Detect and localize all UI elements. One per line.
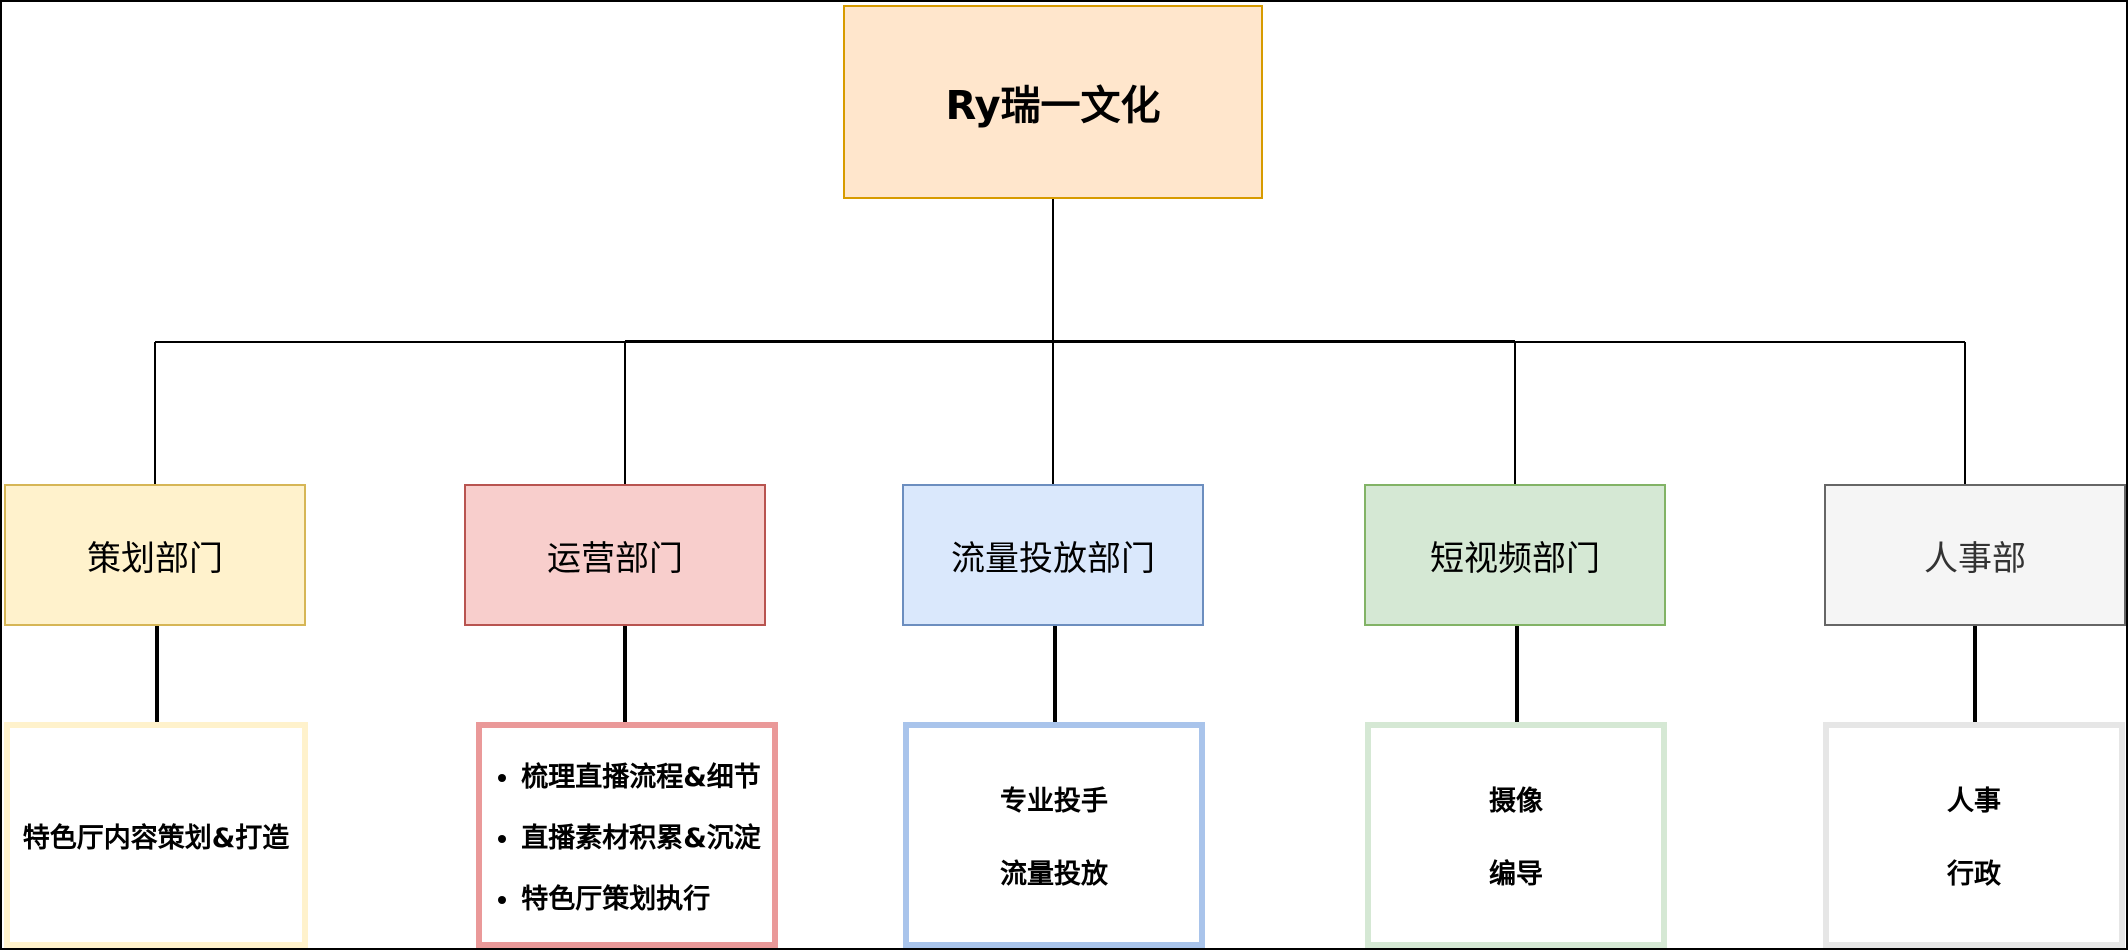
root-label: Ry瑞一文化 [945, 83, 1161, 129]
detail-traffic-item: 流量投放 [1000, 859, 1108, 890]
dept-video-label: 短视频部门 [1430, 538, 1600, 579]
detail-traffic-item: 专业投手 [1000, 786, 1108, 817]
detail-planning-item: 特色厅内容策划&打造 [22, 822, 290, 854]
detail-traffic-box: 专业投手 流量投放 [903, 722, 1205, 948]
detail-hr-item: 行政 [1947, 859, 2001, 890]
dept-operations-node[interactable]: 运营部门 [464, 484, 766, 626]
dept-hr-label: 人事部 [1924, 538, 2026, 579]
detail-operations-item: 直播素材积累&沉淀 [521, 816, 761, 855]
detail-planning-box: 特色厅内容策划&打造 [4, 722, 308, 948]
detail-video-item: 编导 [1489, 859, 1543, 890]
dept-planning-node[interactable]: 策划部门 [4, 484, 306, 626]
detail-operations-item: 梳理直播流程&细节 [521, 755, 761, 794]
dept-planning-label: 策划部门 [87, 538, 223, 579]
detail-operations-list: 梳理直播流程&细节 直播素材积累&沉淀 特色厅策划执行 [493, 733, 761, 938]
detail-video-box: 摄像 编导 [1365, 722, 1667, 948]
root-node[interactable]: Ry瑞一文化 [843, 5, 1263, 199]
detail-hr-item: 人事 [1947, 786, 2001, 817]
dept-traffic-label: 流量投放部门 [951, 538, 1155, 579]
detail-video-item: 摄像 [1489, 786, 1543, 817]
detail-operations-box: 梳理直播流程&细节 直播素材积累&沉淀 特色厅策划执行 [476, 722, 778, 948]
detail-hr-box: 人事 行政 [1823, 722, 2125, 948]
dept-traffic-node[interactable]: 流量投放部门 [902, 484, 1204, 626]
dept-operations-label: 运营部门 [547, 538, 683, 579]
dept-video-node[interactable]: 短视频部门 [1364, 484, 1666, 626]
dept-hr-node[interactable]: 人事部 [1824, 484, 2126, 626]
detail-operations-item: 特色厅策划执行 [521, 877, 761, 916]
